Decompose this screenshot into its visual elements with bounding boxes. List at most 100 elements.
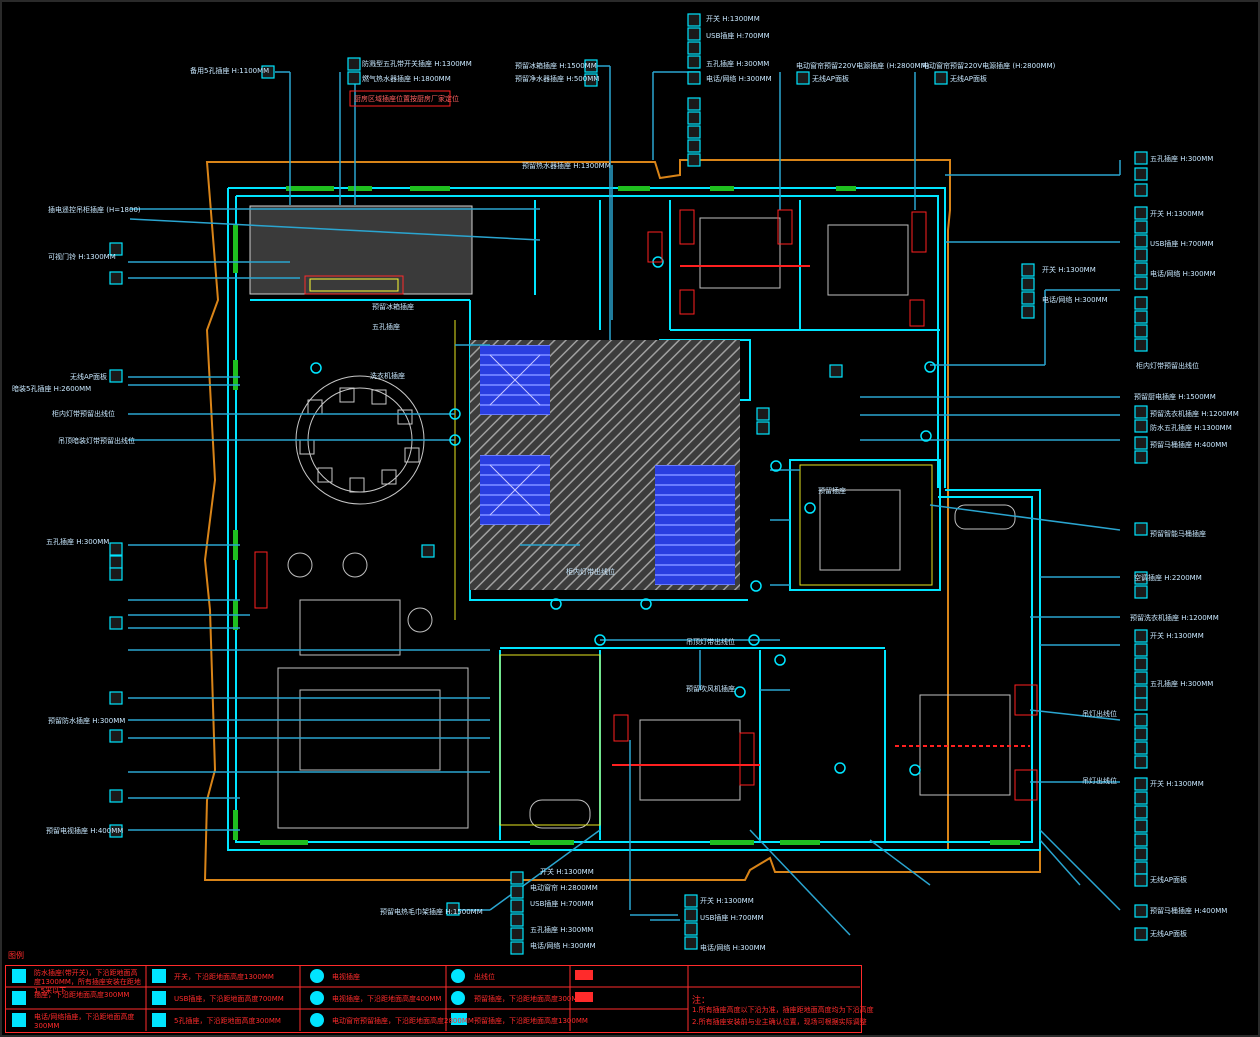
label-top-usb: USB插座 H:700MM: [706, 32, 770, 40]
label-bottom-4: 五孔插座 H:300MM: [530, 926, 594, 934]
socket-tag: [1134, 338, 1148, 352]
socket-tag: [687, 111, 701, 125]
socket-tag: [934, 71, 948, 85]
socket-tag: [1134, 324, 1148, 338]
socket-tag: [1134, 248, 1148, 262]
legend-row-9: 电动窗帘预留插座，下沿距地面高度2800MM: [332, 1017, 474, 1025]
socket-tag: [109, 271, 123, 285]
socket-tag: [510, 913, 524, 927]
room-label-3: 洗衣机插座: [370, 372, 405, 380]
room-label-4: 预留吹风机插座: [686, 685, 735, 693]
outlet-circle: [449, 434, 461, 446]
label-left-5: 柜内灯带预留出线位: [52, 410, 115, 418]
socket-tag: [687, 71, 701, 85]
socket-tag: [687, 55, 701, 69]
label-left-2: 可视门铃 H:1300MM: [48, 253, 116, 261]
label-top-switch: 开关 H:1300MM: [706, 15, 760, 23]
legend-row-12: 预留插座，下沿距地面高度1300MM: [474, 1017, 588, 1025]
socket-tag: [1134, 234, 1148, 248]
outlet-circle: [750, 580, 762, 592]
socket-tag: [446, 902, 460, 916]
label-right-12: 预留智能马桶插座: [1150, 530, 1206, 538]
label-left-4: 暗装5孔插座 H:2600MM: [12, 385, 92, 393]
socket-tag: [687, 41, 701, 55]
leader-line: [749, 829, 851, 936]
socket-tag: [1134, 571, 1148, 585]
socket-tag: [1134, 296, 1148, 310]
label-right-3: USB插座 H:700MM: [1150, 240, 1214, 248]
socket-tag: [1134, 657, 1148, 671]
outlet-circle: [920, 430, 932, 442]
socket-tag: [1134, 741, 1148, 755]
label-right-17: 吊灯出线位: [1082, 710, 1117, 718]
label-right-7: 柜内灯带预留出线位: [1136, 362, 1199, 370]
socket-tag: [347, 71, 361, 85]
kitchen-counter: [249, 205, 473, 295]
socket-tag: [1134, 262, 1148, 276]
socket-tag: [109, 691, 123, 705]
socket-tag: [1134, 713, 1148, 727]
legend-row-3: 电话/网络插座，下沿距地面高度300MM: [34, 1013, 135, 1030]
socket-tag: [421, 544, 435, 558]
label-right-11: 预留马桶插座 H:400MM: [1150, 441, 1228, 449]
socket-tag: [1134, 206, 1148, 220]
socket-tag: [510, 899, 524, 913]
label-right-21: 预留马桶插座 H:400MM: [1150, 907, 1228, 915]
core-hatch: [470, 340, 740, 590]
label-right-14: 预留洗衣机插座 H:1200MM: [1130, 614, 1219, 622]
label-top-socket: 五孔插座 H:300MM: [706, 60, 770, 68]
legend-note-2: 2.所有插座安装前与业主确认位置，现场可根据实际调整: [692, 1018, 867, 1026]
legend-box: [5, 965, 862, 1033]
socket-tag: [1134, 405, 1148, 419]
room-label-1: 预留冰箱插座: [372, 303, 414, 311]
legend-row-5: USB插座，下沿距地面高度700MM: [174, 995, 284, 1003]
label-left-8: 预留防水插座 H:300MM: [48, 717, 126, 725]
leader-line: [929, 504, 1121, 531]
legend-row-4: 开关，下沿距地面高度1300MM: [174, 973, 274, 981]
socket-tag: [109, 789, 123, 803]
socket-tag: [687, 13, 701, 27]
legend-row-6: 5孔插座，下沿距地面高度300MM: [174, 1017, 281, 1025]
legend-row-7: 电视插座: [332, 973, 360, 981]
socket-tag: [510, 885, 524, 899]
socket-tag: [1134, 419, 1148, 433]
label-left-9: 预留电视插座 H:400MM: [46, 827, 124, 835]
socket-tag: [1134, 643, 1148, 657]
socket-tag: [1021, 277, 1035, 291]
label-right-19: 开关 H:1300MM: [1150, 780, 1204, 788]
leader-line: [489, 829, 601, 911]
outlet-circle: [550, 598, 562, 610]
socket-tag: [1134, 861, 1148, 875]
socket-tag: [684, 908, 698, 922]
leader-line: [129, 218, 541, 241]
socket-tag: [687, 125, 701, 139]
label-bottom-3: USB插座 H:700MM: [530, 900, 594, 908]
room-label-5: 柜内灯带出线位: [566, 568, 615, 576]
socket-tag: [1021, 263, 1035, 277]
label-bottom-9: 电话/网络 H:300MM: [700, 944, 766, 952]
label-top-7: 预留热水器插座 H:1300MM: [522, 162, 611, 170]
socket-tag: [1134, 310, 1148, 324]
label-right-22: 无线AP面板: [1150, 930, 1188, 938]
outlet-circle: [804, 502, 816, 514]
legend-row-2: 插座，下沿距地面高度300MM: [34, 991, 130, 999]
socket-tag: [684, 894, 698, 908]
label-right-4: 电话/网络 H:300MM: [1150, 270, 1216, 278]
red-lines: [612, 265, 1030, 766]
label-right-6: 电话/网络 H:300MM: [1042, 296, 1108, 304]
socket-tag: [261, 65, 275, 79]
socket-tag: [1134, 276, 1148, 290]
socket-tag: [584, 59, 598, 73]
label-left-3: 无线AP面板: [70, 373, 108, 381]
label-bottom-2: 电动窗帘 H:2800MM: [530, 884, 598, 892]
outlet-circle: [770, 460, 782, 472]
label-right-8: 预留厨电插座 H:1500MM: [1134, 393, 1216, 401]
socket-tag: [510, 927, 524, 941]
outlet-circle: [734, 686, 746, 698]
socket-tag: [687, 153, 701, 167]
socket-tag: [1021, 305, 1035, 319]
socket-tag: [1134, 833, 1148, 847]
socket-tag: [1134, 450, 1148, 464]
socket-tag: [829, 364, 843, 378]
